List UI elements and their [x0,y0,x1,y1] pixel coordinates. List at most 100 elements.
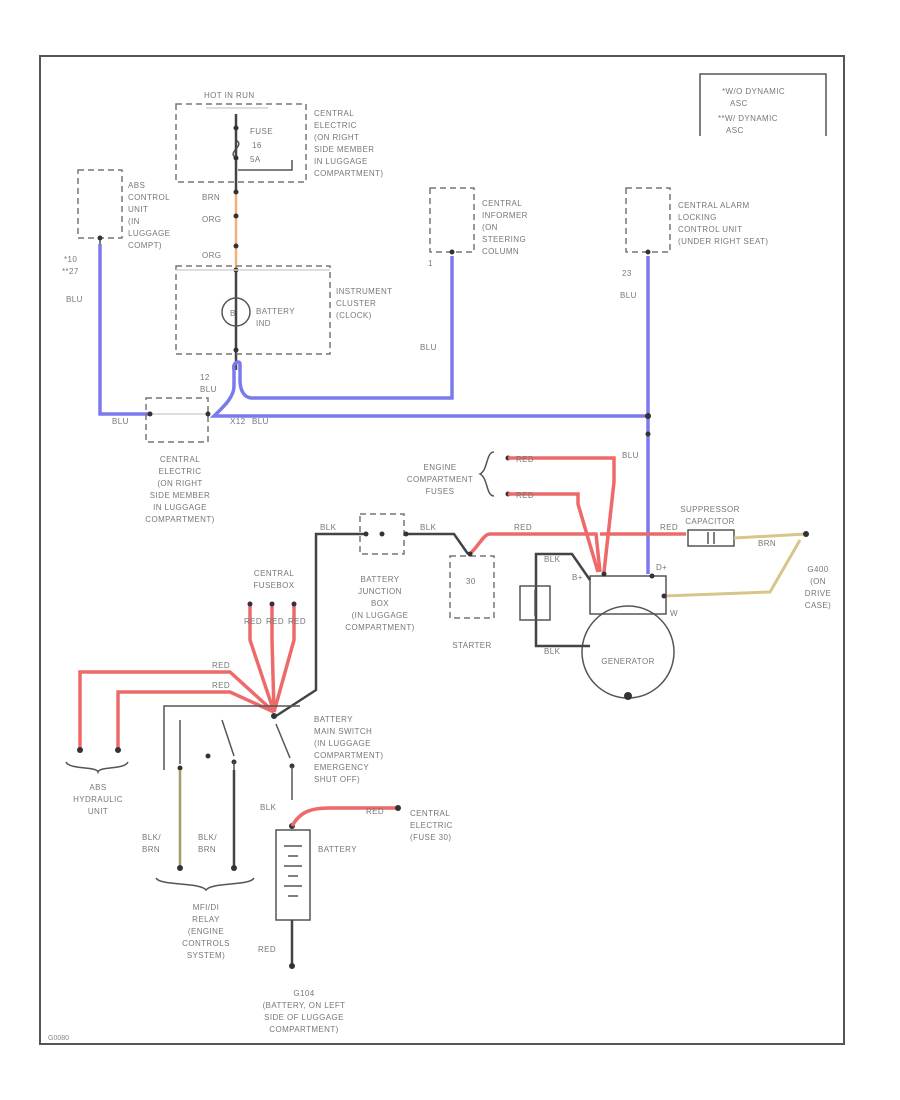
fuse-label: FUSE [250,127,273,136]
svg-text:(CLOCK): (CLOCK) [336,311,372,320]
svg-text:EMERGENCY: EMERGENCY [314,763,369,772]
svg-text:RED: RED [660,523,678,532]
footer-id: G0080 [48,1035,69,1042]
blk-brn-label-2: BLK/ BRN [198,833,217,854]
legend-box: *W/O DYNAMIC ASC **W/ DYNAMIC ASC [699,73,827,136]
svg-text:RED: RED [288,617,306,626]
ground-g104-label: G104 (BATTERY, ON LEFT SIDE OF LUGGAGE C… [263,989,346,1034]
svg-text:COMPARTMENT): COMPARTMENT) [314,751,383,760]
svg-text:W: W [670,609,678,618]
svg-text:ENGINE: ENGINE [423,463,456,472]
mfi-relay: MFI/DI RELAY (ENGINE CONTROLS SYSTEM) [155,877,255,960]
svg-text:BLU: BLU [252,417,269,426]
svg-text:30: 30 [466,577,476,586]
legend-line-2: ASC [730,99,748,108]
svg-text:BLK: BLK [320,523,337,532]
svg-text:SIDE MEMBER: SIDE MEMBER [150,491,210,500]
svg-text:COMPARTMENT): COMPARTMENT) [269,1025,338,1034]
svg-text:SUPPRESSOR: SUPPRESSOR [680,505,740,514]
svg-text:CENTRAL: CENTRAL [254,569,294,578]
svg-text:1: 1 [428,259,433,268]
svg-text:COMPARTMENT): COMPARTMENT) [314,169,383,178]
svg-text:BRN: BRN [758,539,776,548]
svg-text:CAPACITOR: CAPACITOR [685,517,735,526]
fuse-rating: 5A [250,155,261,164]
svg-text:SHUT OFF): SHUT OFF) [314,775,360,784]
svg-text:(ON RIGHT: (ON RIGHT [157,479,202,488]
svg-text:CLUSTER: CLUSTER [336,299,376,308]
svg-text:BLU: BLU [620,291,637,300]
svg-text:ABS: ABS [128,181,145,190]
svg-text:LUGGAGE: LUGGAGE [128,229,170,238]
central-splice: BLU X12 BLU CENTRAL ELECTRIC (ON RIGHT S… [112,397,269,524]
central-fusebox-label: CENTRAL FUSEBOX [253,569,294,590]
svg-text:B+: B+ [572,573,583,582]
svg-text:BLU: BLU [420,343,437,352]
svg-text:SIDE MEMBER: SIDE MEMBER [314,145,374,154]
svg-text:G400: G400 [807,565,828,574]
svg-text:BLK/: BLK/ [198,833,217,842]
svg-text:BLK: BLK [544,647,561,656]
svg-text:BLK/: BLK/ [142,833,161,842]
svg-text:BATTERY: BATTERY [361,575,400,584]
svg-text:RED: RED [244,617,262,626]
svg-text:DRIVE: DRIVE [805,589,831,598]
battery: BATTERY [275,829,357,921]
legend-line-3: **W/ DYNAMIC [718,114,778,123]
svg-text:ELECTRIC: ELECTRIC [410,821,453,830]
diagram-frame [39,55,845,1045]
svg-text:INFORMER: INFORMER [482,211,528,220]
svg-text:LOCKING: LOCKING [678,213,717,222]
svg-text:D+: D+ [656,563,667,572]
svg-text:(BATTERY, ON LEFT: (BATTERY, ON LEFT [263,1001,346,1010]
svg-text:RED: RED [366,807,384,816]
svg-text:FUSEBOX: FUSEBOX [253,581,294,590]
svg-text:(ON: (ON [810,577,826,586]
svg-text:RED: RED [212,681,230,690]
svg-text:IN LUGGAGE: IN LUGGAGE [153,503,207,512]
svg-text:MAIN SWITCH: MAIN SWITCH [314,727,372,736]
svg-text:12: 12 [200,373,210,382]
svg-text:CENTRAL ALARM: CENTRAL ALARM [678,201,750,210]
svg-text:BLU: BLU [622,451,639,460]
svg-text:G104: G104 [293,989,314,998]
wire-org-2: ORG [202,251,221,260]
svg-text:RED: RED [258,945,276,954]
svg-text:X12: X12 [230,417,246,426]
starter: 30 STARTER [449,551,495,650]
legend-line-1: *W/O DYNAMIC [722,87,785,96]
svg-text:COMPT): COMPT) [128,241,162,250]
svg-text:BLU: BLU [200,385,217,394]
svg-text:(IN: (IN [128,217,140,226]
svg-text:BLK: BLK [544,555,561,564]
wire-brn: BRN [202,193,220,202]
svg-text:SIDE OF LUGGAGE: SIDE OF LUGGAGE [264,1013,344,1022]
svg-text:BLU: BLU [66,295,83,304]
svg-text:RED: RED [514,523,532,532]
svg-text:(FUSE 30): (FUSE 30) [410,833,451,842]
svg-text:COMPARTMENT): COMPARTMENT) [145,515,214,524]
central-fuse30-label: CENTRAL ELECTRIC (FUSE 30) [410,809,453,842]
fuse-box-title: HOT IN RUN [204,91,255,100]
svg-text:BATTERY: BATTERY [318,845,357,854]
fuse-number: 16 [252,141,262,150]
svg-text:COMPARTMENT: COMPARTMENT [407,475,473,484]
svg-text:**27: **27 [62,267,79,276]
svg-text:COLUMN: COLUMN [482,247,519,256]
svg-text:(IN LUGGAGE: (IN LUGGAGE [314,739,371,748]
svg-text:UNIT: UNIT [128,205,148,214]
svg-text:STARTER: STARTER [452,641,491,650]
svg-text:CONTROL UNIT: CONTROL UNIT [678,225,743,234]
svg-text:(ON: (ON [482,223,498,232]
svg-text:JUNCTION: JUNCTION [358,587,402,596]
svg-text:(IN LUGGAGE: (IN LUGGAGE [352,611,409,620]
svg-text:(ENGINE: (ENGINE [188,927,224,936]
fuse-box: HOT IN RUN FUSE 16 5A [175,91,307,183]
svg-text:BOX: BOX [371,599,389,608]
svg-text:SYSTEM): SYSTEM) [187,951,225,960]
svg-text:CENTRAL: CENTRAL [482,199,522,208]
svg-text:HYDRAULIC: HYDRAULIC [73,795,123,804]
svg-text:ELECTRIC: ELECTRIC [159,467,202,476]
svg-text:UNIT: UNIT [88,807,108,816]
